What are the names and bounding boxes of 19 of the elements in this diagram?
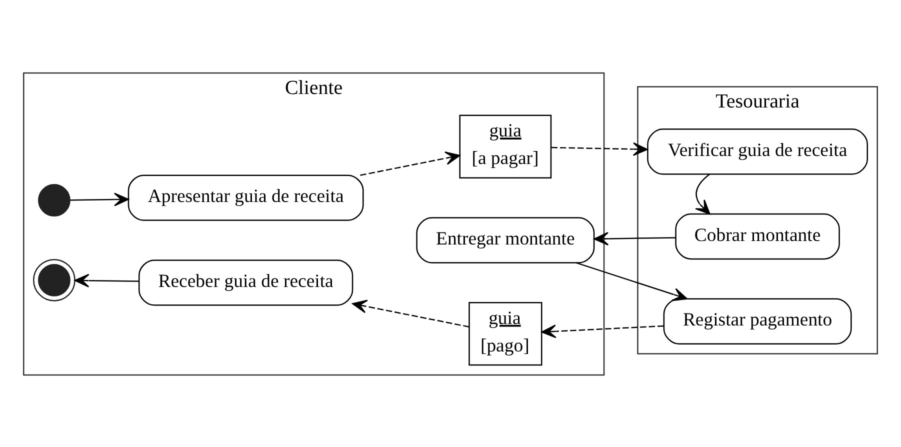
- arrow: [541, 324, 664, 338]
- arrow: [694, 173, 710, 214]
- arrow: [551, 142, 648, 156]
- arrow: [360, 150, 460, 176]
- arrow: [74, 273, 139, 287]
- arrow: [576, 262, 688, 301]
- node-box: Receber guia de receita: [138, 259, 354, 306]
- arrow: [70, 192, 129, 206]
- node-box: Cobrar montante: [675, 212, 840, 260]
- node-box: guia [a pagar]: [459, 114, 552, 178]
- node-circle: [38, 184, 70, 216]
- arrow: [352, 299, 470, 327]
- node-circle: [33, 258, 76, 301]
- node-box: Registar pagamento: [663, 298, 852, 344]
- node-box: Apresentar guia de receita: [128, 174, 364, 220]
- node-box: guia [pago]: [468, 302, 542, 366]
- node-box: Verificar guia de receita: [647, 128, 868, 174]
- arrow: [594, 231, 676, 245]
- node-box: Entregar montante: [416, 216, 595, 263]
